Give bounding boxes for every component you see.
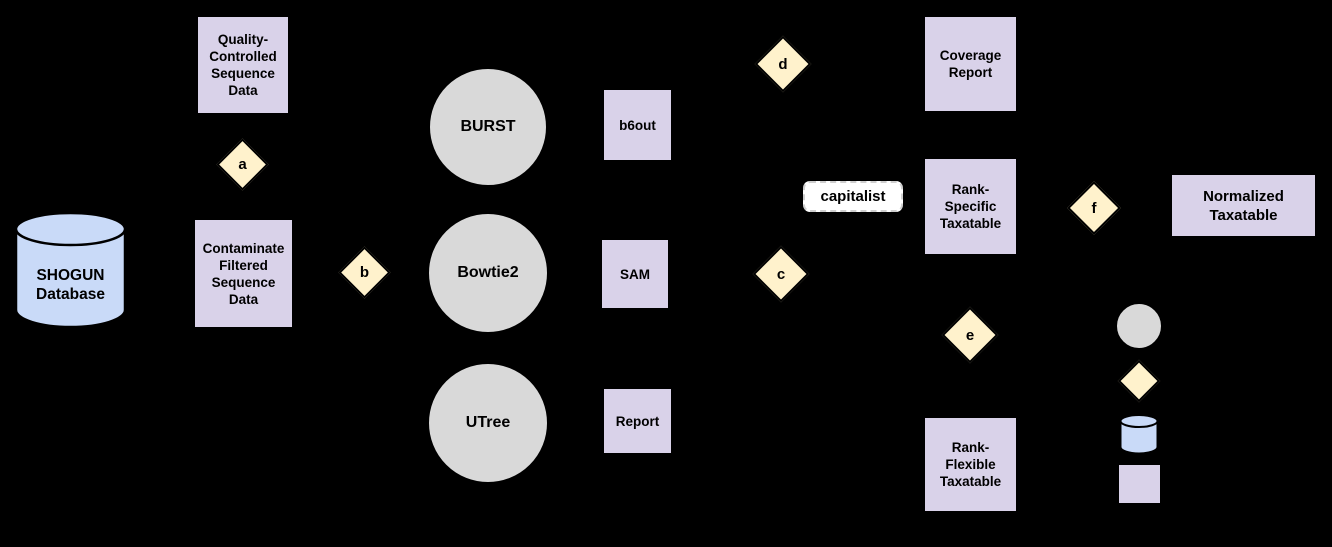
step-e-label: e	[965, 326, 975, 344]
b6out-label: b6out	[619, 117, 656, 133]
rank-flexible-taxatable-box: Rank- Flexible Taxatable	[923, 416, 1018, 513]
burst-aligner-circle: BURST	[428, 67, 548, 187]
shogun-database-label: SHOGUN Database	[36, 267, 105, 303]
step-d-label: d	[778, 55, 788, 73]
step-a-diamond: a	[216, 138, 269, 191]
quality-controlled-data-box: Quality- Controlled Sequence Data	[196, 15, 290, 115]
capitalist-annotation-label: capitalist	[820, 188, 886, 205]
database-cylinder-icon	[14, 211, 127, 329]
legend-database-cylinder-icon	[1119, 413, 1159, 454]
quality-controlled-data-label: Quality- Controlled Sequence Data	[209, 32, 277, 98]
shogun-database-node: SHOGUN Database	[13, 210, 128, 330]
coverage-report-box: Coverage Report	[923, 15, 1018, 113]
step-e-diamond: e	[941, 306, 999, 364]
bowtie2-aligner-circle: Bowtie2	[427, 212, 549, 334]
step-b-label: b	[359, 264, 370, 281]
contaminate-filtered-data-label: Contaminate Filtered Sequence Data	[202, 240, 285, 307]
utree-aligner-circle: UTree	[427, 362, 549, 484]
coverage-report-label: Coverage Report	[939, 48, 1002, 80]
burst-label: BURST	[460, 118, 516, 135]
rank-specific-taxatable-label: Rank- Specific Taxatable	[939, 182, 1002, 231]
legend-step-diamond-icon	[1117, 359, 1161, 403]
rank-specific-taxatable-box: Rank- Specific Taxatable	[923, 157, 1018, 256]
step-b-diamond: b	[338, 246, 391, 299]
legend-output-box-icon	[1117, 463, 1162, 505]
utree-label: UTree	[465, 414, 511, 431]
bowtie2-label: Bowtie2	[457, 264, 519, 281]
b6out-output-box: b6out	[602, 88, 673, 162]
normalized-taxatable-label: Normalized Taxatable	[1203, 187, 1284, 224]
step-f-diamond: f	[1067, 181, 1121, 235]
sam-label: SAM	[620, 266, 650, 282]
step-a-label: a	[238, 156, 247, 173]
step-f-label: f	[1091, 199, 1097, 217]
sam-output-box: SAM	[600, 238, 670, 310]
report-label: Report	[615, 413, 660, 429]
contaminate-filtered-data-box: Contaminate Filtered Sequence Data	[193, 218, 294, 329]
report-output-box: Report	[602, 387, 673, 455]
rank-flexible-taxatable-label: Rank- Flexible Taxatable	[939, 440, 1002, 489]
legend-aligner-circle-icon	[1115, 302, 1163, 350]
step-d-diamond: d	[754, 35, 812, 93]
normalized-taxatable-box: Normalized Taxatable	[1170, 173, 1317, 238]
small-cylinder-icon	[1119, 414, 1159, 454]
step-c-diamond: c	[752, 245, 810, 303]
capitalist-annotation-tag: capitalist	[803, 181, 903, 212]
step-c-label: c	[776, 265, 786, 283]
